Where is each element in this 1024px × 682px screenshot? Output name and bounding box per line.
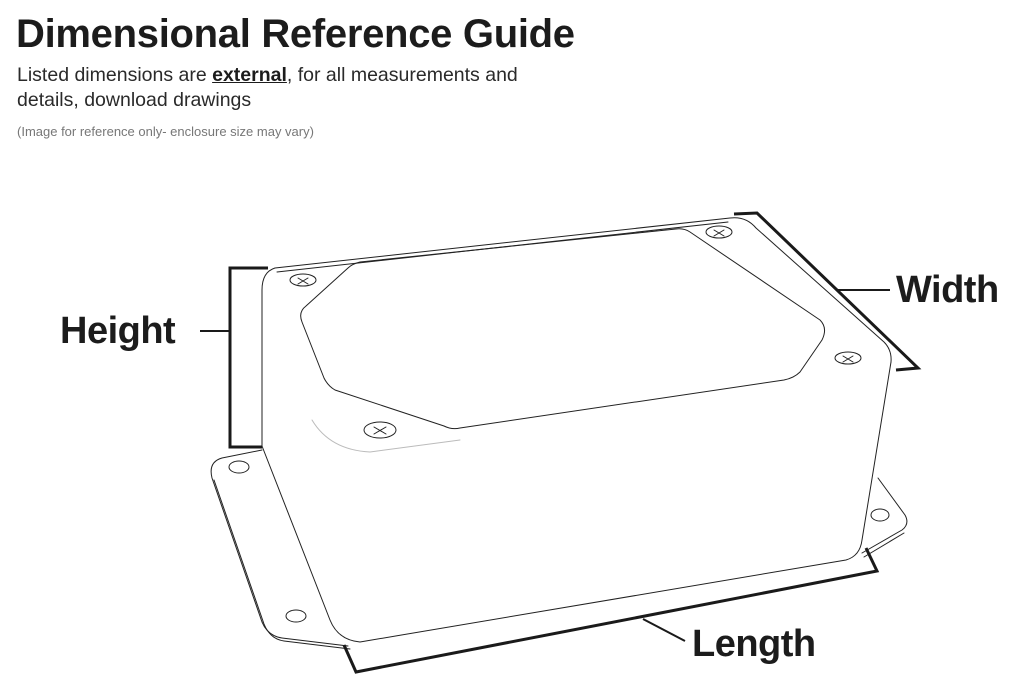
length-bracket [342,547,880,674]
screws [289,225,862,439]
length-leader [642,618,686,642]
length-label: Length [692,623,816,665]
disclaimer-note: (Image for reference only- enclosure siz… [17,124,314,139]
right-flange [861,477,908,558]
width-bracket [733,211,922,372]
height-bracket [228,266,268,449]
subtitle-emphasis: external [212,64,287,86]
left-flange [210,449,351,650]
enclosure-body [261,217,892,643]
subtitle-text-1: Listed dimensions are [17,64,213,86]
width-label: Width [896,269,999,311]
height-label: Height [60,310,176,352]
subtitle: Listed dimensions are external, for all … [17,63,577,113]
subtitle-text-2: , for all measurements and details, down… [17,64,518,111]
page-title: Dimensional Reference Guide [16,12,575,56]
